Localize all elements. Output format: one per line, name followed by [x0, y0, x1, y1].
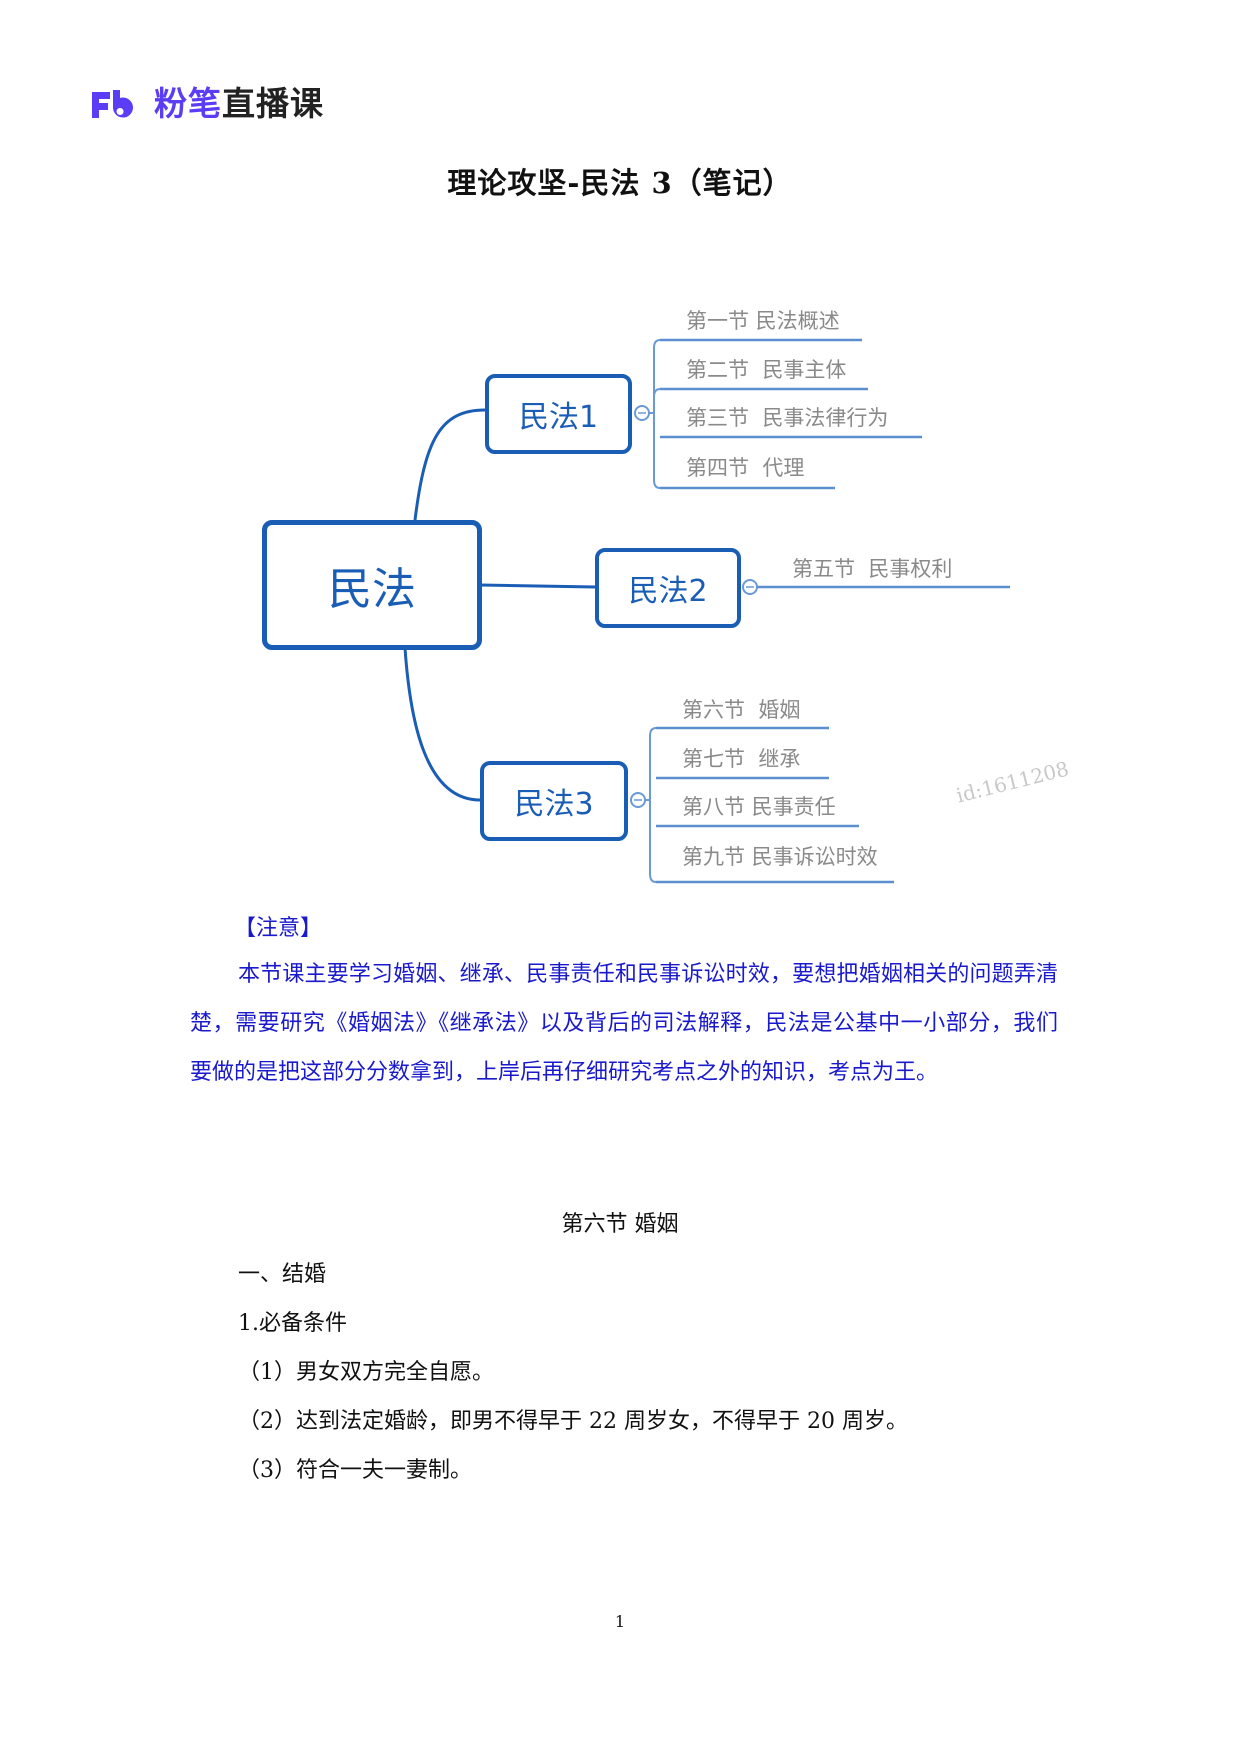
mindmap-leaf: 第六节 婚姻	[682, 698, 801, 722]
mindmap-leaf: 第八节 民事责任	[682, 795, 836, 819]
condition-item-3: （3）符合一夫一妻制。	[238, 1458, 472, 1483]
mindmap-branch-label: 民法1	[518, 400, 599, 435]
mindmap-connectors	[403, 338, 1010, 884]
condition-item-1: （1）男女双方完全自愿。	[238, 1360, 494, 1385]
brand-name-primary: 粉笔	[154, 84, 222, 123]
mindmap-leaf: 第二节 民事主体	[686, 358, 847, 382]
section-title: 第六节 婚姻	[561, 1212, 679, 1237]
mindmap-leaf: 第四节 代理	[686, 456, 805, 480]
brand-name-secondary: 直播课	[222, 84, 324, 123]
section-heading-2: 1.必备条件	[238, 1311, 347, 1336]
document-title: 理论攻坚-民法 3（笔记）	[447, 166, 793, 200]
mindmap-root-node: 民法	[262, 520, 482, 650]
note-body: 本节课主要学习婚姻、继承、民事责任和民事诉讼时效，要想把婚姻相关的问题弄清楚，需…	[190, 962, 1058, 1085]
mindmap-branch-label: 民法3	[514, 787, 594, 822]
section-heading-1: 一、结婚	[238, 1262, 327, 1287]
mindmap-leaf: 第一节 民法概述	[686, 309, 840, 333]
mindmap-leaf: 第五节 民事权利	[792, 557, 953, 581]
mindmap-leaf: 第三节 民事法律行为	[686, 406, 889, 430]
mindmap-branch-node-3: 民法3	[480, 761, 628, 841]
brand-name: 粉笔直播课	[154, 84, 324, 124]
page-number: 1	[614, 1612, 626, 1631]
mindmap-root-label: 民法	[328, 564, 416, 615]
mindmap-branch-node-1: 民法1	[485, 374, 632, 454]
mindmap-diagram: 民法 民法1 民法2 民法3 第一节 民法概述 第二节 民事主体 第三节 民事法…	[250, 280, 1071, 890]
note-heading: 【注意】	[234, 916, 323, 941]
mindmap-branch-node-2: 民法2	[595, 548, 741, 628]
mindmap-branch-label: 民法2	[628, 574, 708, 609]
condition-item-2: （2）达到法定婚龄，即男不得早于 22 周岁女，不得早于 20 周岁。	[238, 1409, 908, 1434]
mindmap-leaf: 第九节 民事诉讼时效	[682, 845, 878, 869]
mindmap-leaf: 第七节 继承	[682, 747, 801, 771]
fb-logo-icon	[92, 90, 133, 118]
brand-logo: 粉笔直播课	[88, 84, 324, 124]
